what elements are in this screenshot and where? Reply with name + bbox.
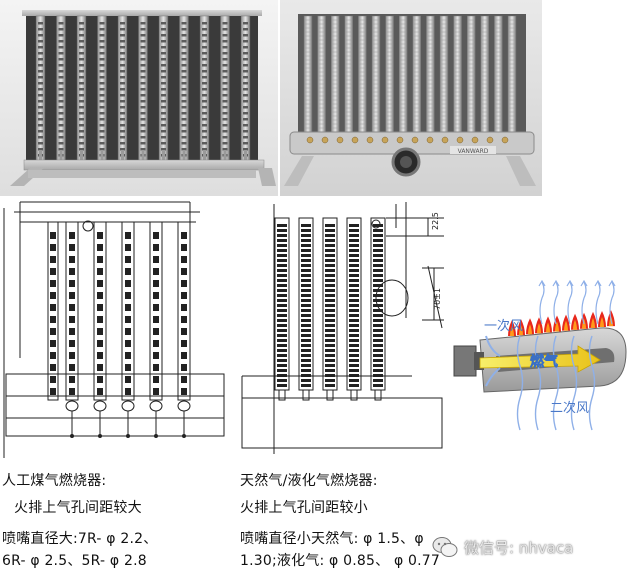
caption-natural-gas-subtitle: 火排上气孔间距较小: [240, 500, 368, 516]
drawing-artificial-gas-burner: [0, 198, 230, 460]
burner-photo-left-art: [10, 10, 276, 186]
gas-label: 燃气: [530, 353, 558, 370]
flame-row: [508, 310, 615, 336]
caption-artificial-gas-title: 人工煤气燃烧器:: [2, 473, 107, 489]
drawing-natural-gas-burner: 22.5 70±1: [236, 198, 450, 460]
caption-natural-gas-nozzle-2: 1.30;液化气: φ 0.85、 φ 0.77: [240, 553, 441, 569]
caption-artificial-gas-nozzle-2: 6R- φ 2.5、5R- φ 2.8: [2, 553, 147, 569]
nameplate-text: VANWARD: [458, 148, 489, 155]
drawing-right-art: 22.5 70±1: [241, 202, 444, 454]
photo-natural-gas-burner: VANWARD: [280, 0, 542, 196]
watermark: 微信号: nhvaca: [432, 532, 573, 562]
dimension-side: 70±1: [433, 288, 442, 310]
caption-artificial-gas-nozzle-1: 喷嘴直径大:7R- φ 2.2、: [2, 531, 158, 547]
photo-artificial-gas-burner: [0, 0, 278, 196]
caption-artificial-gas-subtitle: 火排上气孔间距较大: [14, 500, 142, 516]
caption-natural-gas-nozzle-1: 喷嘴直径小天然气: φ 1.5、φ: [240, 531, 424, 547]
burner-photo-right-art: VANWARD: [284, 14, 536, 186]
schematic-art: 一次风 燃气 二次风: [453, 279, 627, 431]
drawing-left-art: [3, 201, 225, 458]
combustion-schematic: 一次风 燃气 二次风: [450, 279, 640, 440]
dimension-top: 22.5: [431, 212, 440, 230]
primary-air-label: 一次风: [484, 318, 523, 334]
gas-flow-arrow: [479, 345, 601, 373]
watermark-text: 微信号: nhvaca: [464, 538, 574, 557]
wechat-icon: [432, 537, 458, 557]
caption-natural-gas-title: 天然气/液化气燃烧器:: [240, 473, 378, 489]
hot-air-arrows: [538, 279, 616, 325]
secondary-air-label: 二次风: [550, 400, 589, 416]
